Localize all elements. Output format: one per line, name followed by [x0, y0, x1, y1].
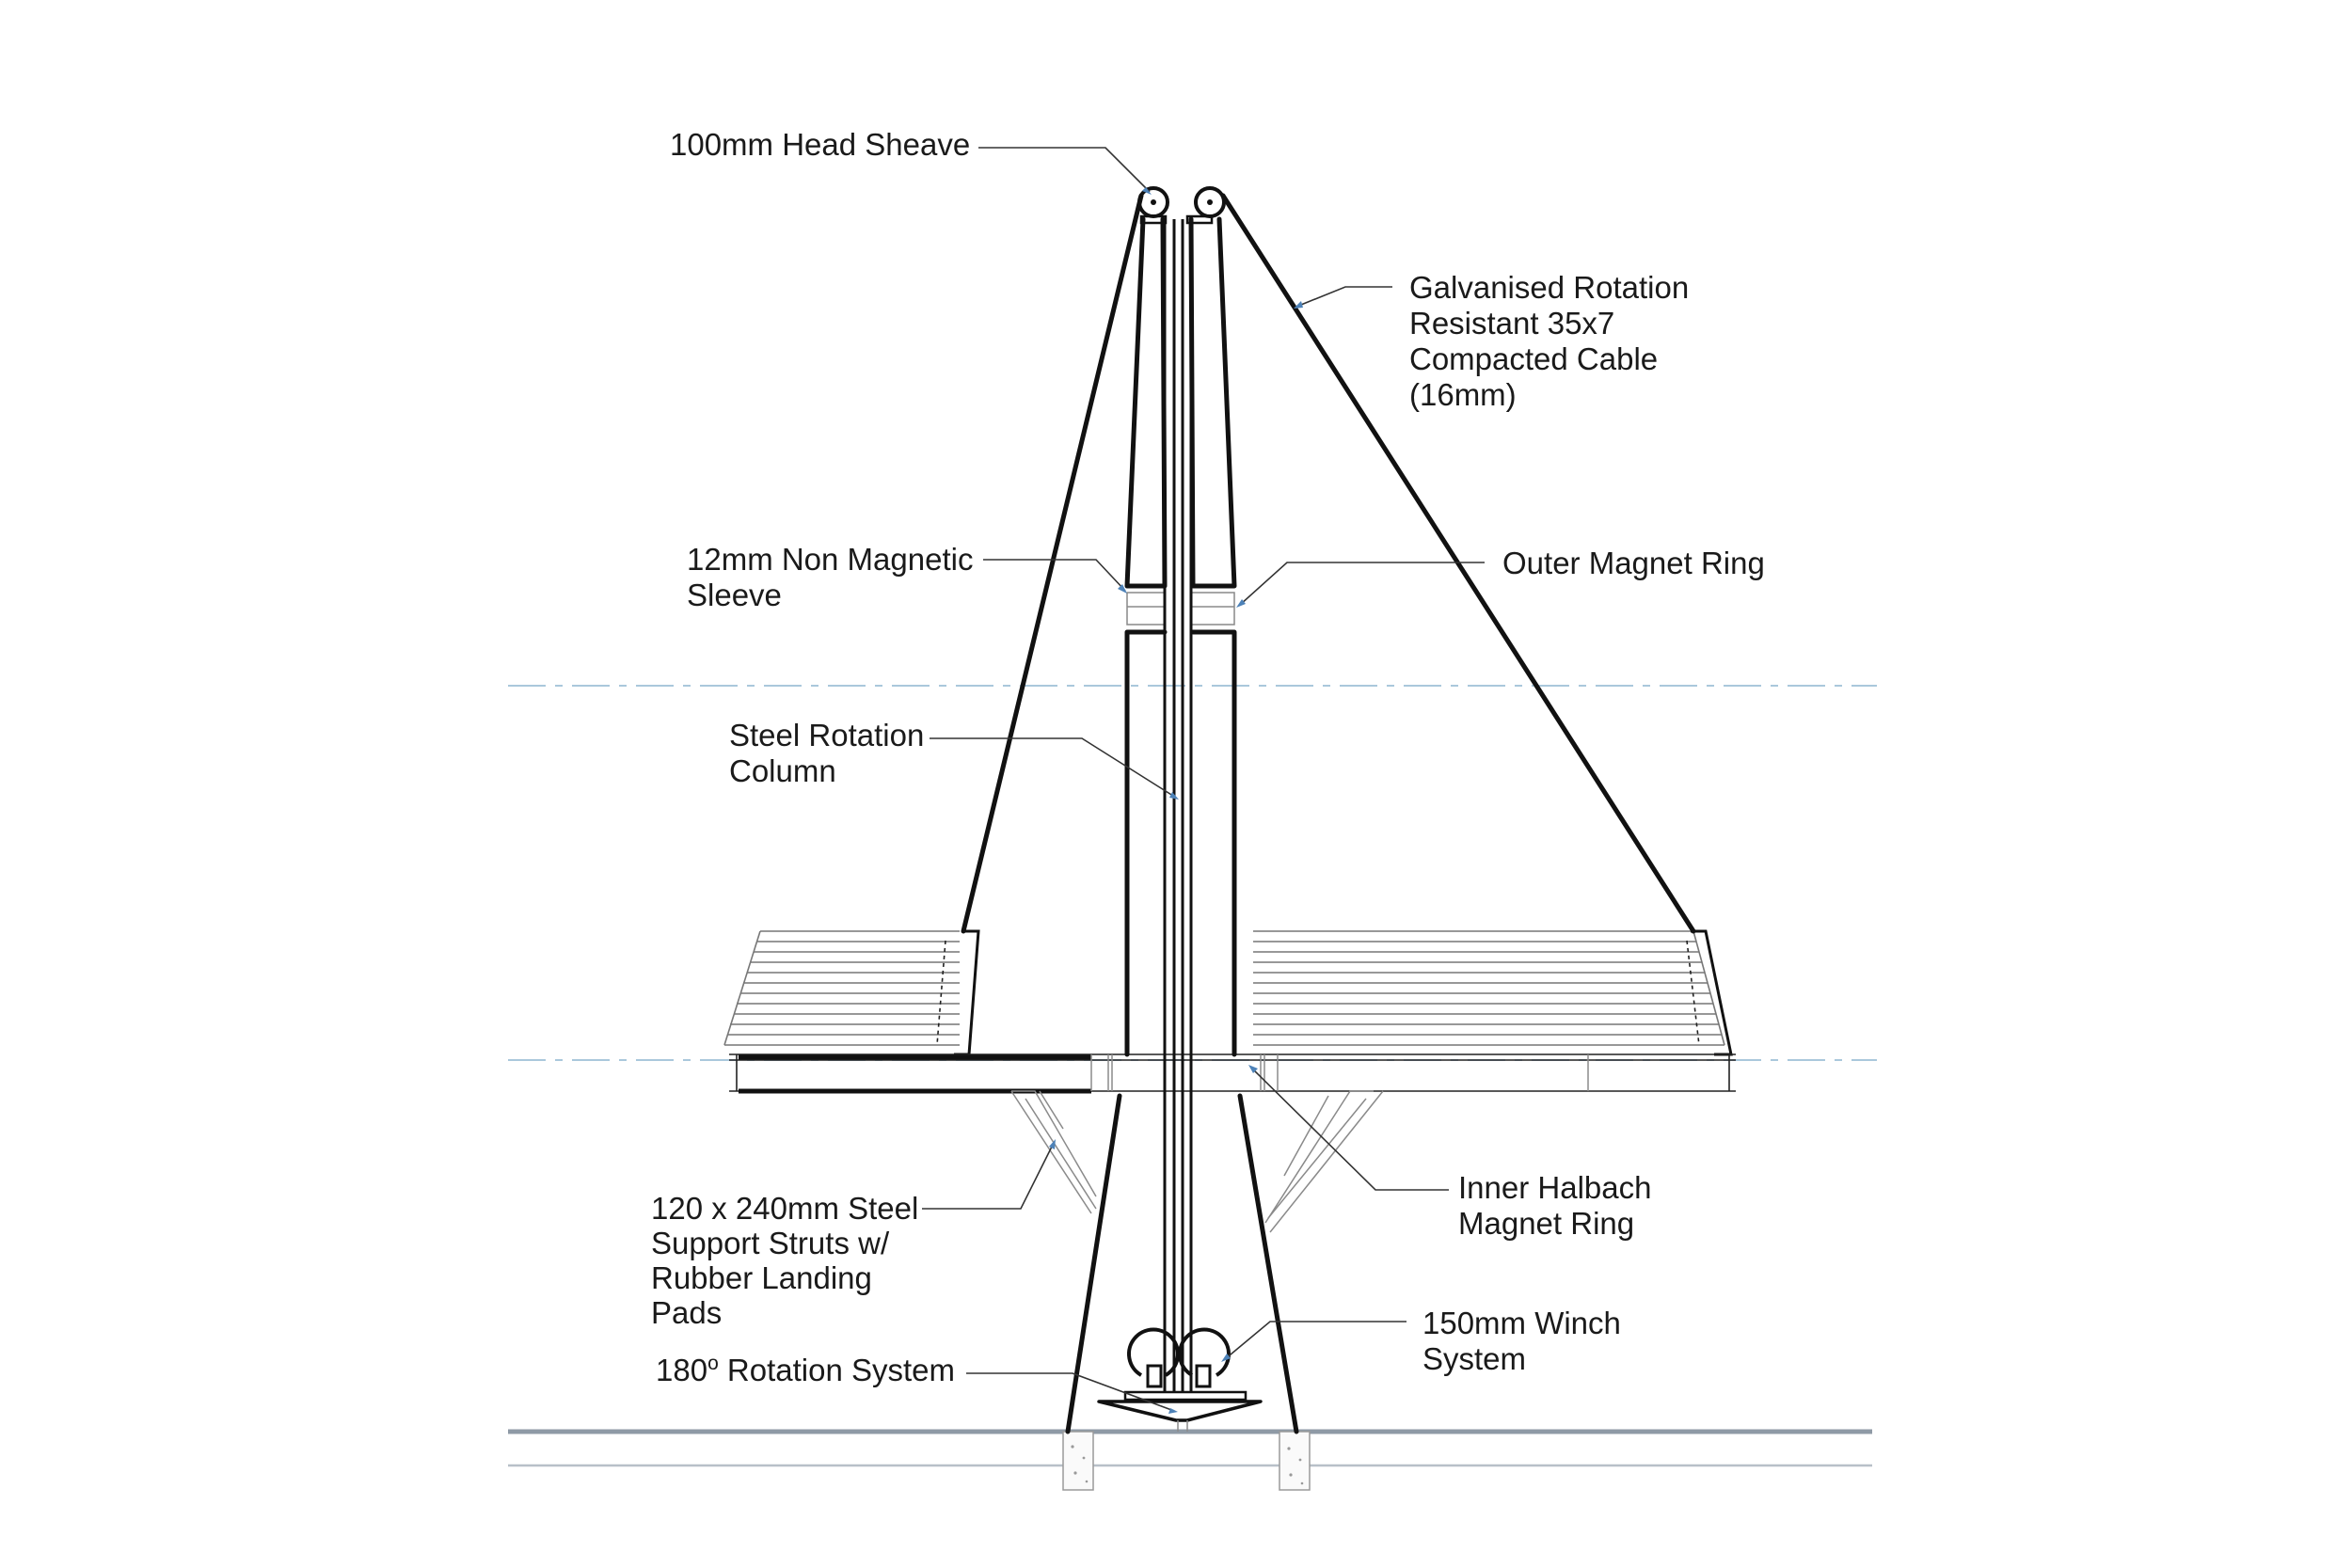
platform-slats-right [1253, 929, 1733, 1056]
label-halbach: Inner Halbach Magnet Ring [1458, 1170, 1661, 1241]
labels: 100mm Head Sheave Galvanised Rotation Re… [651, 127, 1765, 1387]
column-shell-upper [1124, 214, 1237, 589]
label-winch: 150mm Winch System [1422, 1306, 1629, 1376]
support-struts [1010, 1090, 1384, 1233]
label-rotation: 180o Rotation System [656, 1353, 955, 1387]
cables [961, 193, 1696, 934]
head-sheave-right [1194, 186, 1226, 218]
label-outer-ring: Outer Magnet Ring [1502, 546, 1765, 580]
label-cable: Galvanised Rotation Resistant 35x7 Compa… [1409, 270, 1697, 412]
foundation-pier-left [1062, 1431, 1094, 1491]
steel-rotation-column [1163, 219, 1193, 1402]
foundation-pier-right [1279, 1431, 1311, 1491]
label-column: Steel Rotation Column [729, 718, 932, 788]
platform-slats-left [723, 929, 980, 1056]
column-shell-lower [1065, 629, 1299, 1434]
label-struts: 120 x 240mm Steel Support Struts w/ Rubb… [651, 1191, 928, 1330]
label-sleeve: 12mm Non Magnetic Sleeve [687, 542, 982, 612]
rotation-system-base [1097, 1390, 1263, 1432]
platform-deck [729, 1053, 1736, 1094]
leader-lines [922, 147, 1485, 1414]
label-head-sheave: 100mm Head Sheave [670, 127, 970, 162]
head-sheave-left [1137, 186, 1169, 218]
magnet-ring-zone [1126, 592, 1235, 626]
ground-line [508, 1429, 1872, 1491]
winch-system [1127, 1327, 1231, 1388]
